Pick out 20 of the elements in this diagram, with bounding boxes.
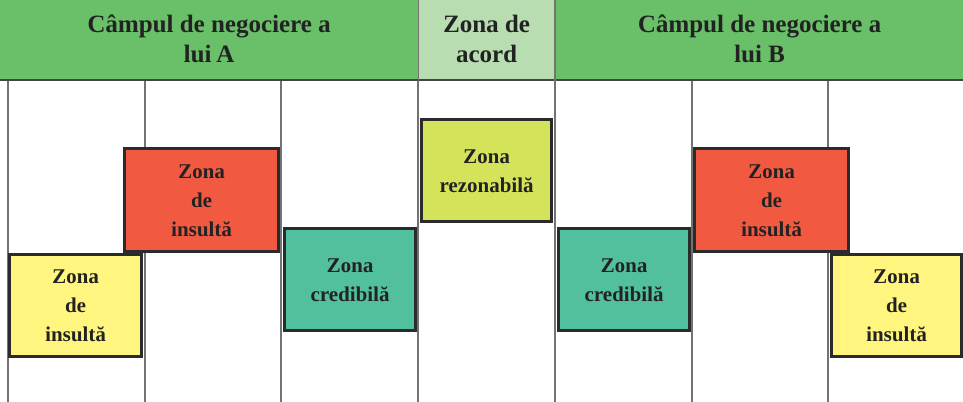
header-band xyxy=(556,0,963,81)
zone-box xyxy=(8,253,143,358)
zone-label: Zona de insultă xyxy=(865,263,928,348)
zone-label: Zona rezonabilă xyxy=(438,142,535,198)
zone-box xyxy=(123,147,280,253)
zone-label: Zona credibilă xyxy=(310,252,390,308)
zone-box xyxy=(283,227,417,332)
header-band xyxy=(0,0,418,81)
zone-box xyxy=(557,227,691,332)
zone-label: Zona credibilă xyxy=(584,252,664,308)
header-label: Zona de acord xyxy=(442,10,531,70)
header-label: Câmpul de negociere a lui B xyxy=(636,10,882,70)
zone-box xyxy=(693,147,850,253)
zone-label: Zona de insultă xyxy=(740,158,803,242)
header-band xyxy=(419,0,554,81)
zone-label: Zona de insultă xyxy=(44,263,107,348)
header-label: Câmpul de negociere a lui A xyxy=(86,10,332,70)
zone-box xyxy=(830,253,963,358)
zone-box xyxy=(420,118,553,223)
zone-label: Zona de insultă xyxy=(170,158,233,242)
